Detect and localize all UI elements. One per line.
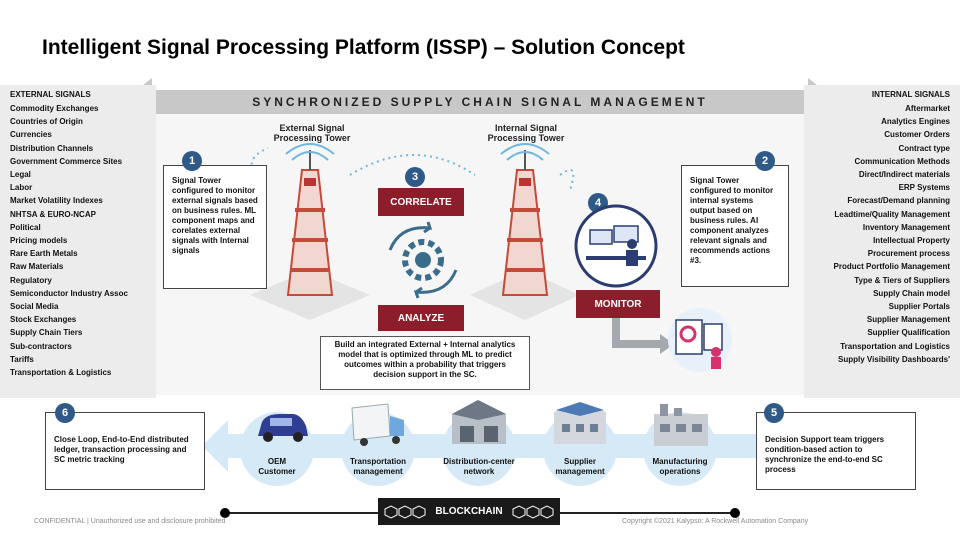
internal-signal-item: Procurement process	[867, 249, 950, 259]
internal-signals-heading: INTERNAL SIGNALS	[871, 90, 950, 99]
step1-number: 1	[182, 151, 202, 171]
external-signal-item: Stock Exchanges	[10, 315, 77, 325]
external-signal-item: Commodity Exchanges	[10, 104, 99, 113]
external-signal-item: Tariffs	[10, 354, 34, 364]
internal-signal-item: Communication Methods	[854, 156, 950, 166]
signal-arc-middle	[349, 154, 476, 176]
step6-number: 6	[55, 403, 75, 423]
sync-banner-label: SYNCHRONIZED SUPPLY CHAIN SIGNAL MANAGEM…	[252, 95, 708, 109]
block-chain-icon	[384, 504, 426, 519]
external-tower-icon	[285, 143, 335, 296]
internal-signal-item: Supplier Portals	[888, 302, 950, 312]
block-chain-icon	[512, 504, 554, 519]
blockchain-label: BLOCKCHAIN	[435, 506, 503, 517]
internal-tower-icon	[500, 143, 550, 296]
copyright-notice: Copyright ©2021 Kalypso: A Rockwell Auto…	[622, 518, 809, 525]
analytics-model-box: Build an integrated External + Internal …	[320, 336, 530, 390]
signal-arc-right	[559, 169, 575, 191]
blockchain-badge: BLOCKCHAIN	[378, 498, 560, 525]
external-signal-item: Currencies	[10, 130, 52, 140]
internal-signal-item: Inventory Management	[862, 222, 950, 232]
external-signal-item: Rare Earth Metals	[10, 249, 78, 259]
external-signal-item: Legal	[10, 170, 31, 180]
gear-cycle-icon	[388, 221, 458, 299]
dashboard-analyst-icon	[668, 308, 732, 372]
external-signal-item: Labor	[10, 183, 33, 193]
signal-arc-left	[250, 147, 269, 181]
step5-box: Decision Support team triggers condition…	[756, 412, 916, 490]
external-signal-item: Raw Materials	[10, 262, 64, 272]
external-signal-item: Political	[10, 222, 41, 232]
internal-signal-item: Supply Visibility Dashboards'	[837, 354, 950, 364]
step5-number: 5	[764, 403, 784, 423]
external-signal-item: Regulatory	[10, 275, 52, 285]
towers-illustration	[250, 143, 580, 320]
internal-signal-item: Intellectual Property	[873, 236, 950, 246]
blockchain-right-dot	[730, 508, 740, 518]
external-signal-item: NHTSA & EURO-NCAP	[10, 209, 96, 219]
step1-box: Signal Tower configured to monitor exter…	[163, 165, 267, 289]
internal-signal-item: Type & Tiers of Suppliers	[854, 275, 950, 285]
factory-icon	[654, 404, 708, 446]
monitor-to-dashboard-arrow	[612, 318, 674, 354]
external-signal-item: Market Volatility Indexes	[10, 196, 103, 206]
external-signal-item: Semiconductor Industry Assoc	[10, 288, 128, 298]
analyze-tag: ANALYZE	[378, 305, 464, 331]
internal-signal-item: Customer Orders	[884, 130, 950, 140]
internal-signal-item: Direct/Indirect materials	[858, 170, 950, 180]
car-icon	[258, 414, 308, 442]
blockchain-left-dot	[220, 508, 230, 518]
sync-double-arrow	[122, 78, 838, 126]
internal-signal-item: Leadtime/Quality Management	[834, 209, 950, 219]
external-signal-item: Sub-contractors	[10, 341, 72, 351]
external-signal-item: Social Media	[10, 302, 59, 312]
internal-signal-item: Transportation and Logistics	[840, 341, 950, 351]
truck-icon	[351, 403, 404, 446]
external-signal-item: Supply Chain Tiers	[10, 328, 83, 338]
step2-number: 2	[755, 151, 775, 171]
step2-box: Signal Tower configured to monitor inter…	[681, 165, 789, 287]
step6-box: Close Loop, End-to-End distributed ledge…	[45, 412, 205, 490]
step3-number: 3	[405, 167, 425, 187]
warehouse-icon	[452, 400, 506, 444]
internal-signal-item: ERP Systems	[898, 183, 950, 193]
monitor-tag: MONITOR	[576, 290, 660, 318]
supplier-building-icon	[554, 402, 606, 444]
external-signal-item: Countries of Origin	[10, 117, 83, 127]
internal-signal-item: Supplier Management	[866, 315, 950, 325]
internal-signal-item: Aftermarket	[905, 104, 950, 113]
external-signal-item: Distribution Channels	[10, 143, 94, 153]
external-signal-item: Pricing models	[10, 236, 68, 246]
internal-signal-item: Supply Chain model	[873, 288, 950, 298]
confidential-notice: CONFIDENTIAL | Unauthorized use and disc…	[34, 518, 226, 525]
external-signals-heading: EXTERNAL SIGNALS	[10, 90, 91, 99]
external-signal-item: Transportation & Logistics	[10, 368, 112, 378]
internal-signal-item: Product Portfolio Management	[833, 262, 950, 272]
internal-signal-item: Supplier Qualification	[867, 328, 950, 338]
correlate-tag: CORRELATE	[378, 188, 464, 216]
page-title: Intelligent Signal Processing Platform (…	[42, 36, 685, 59]
internal-signal-item: Contract type	[898, 143, 950, 153]
external-signal-item: Government Commerce Sites	[10, 156, 123, 166]
internal-signal-item: Analytics Engines	[881, 117, 950, 127]
internal-signal-item: Forecast/Demand planning	[847, 196, 950, 206]
monitor-operator-icon	[574, 204, 658, 288]
